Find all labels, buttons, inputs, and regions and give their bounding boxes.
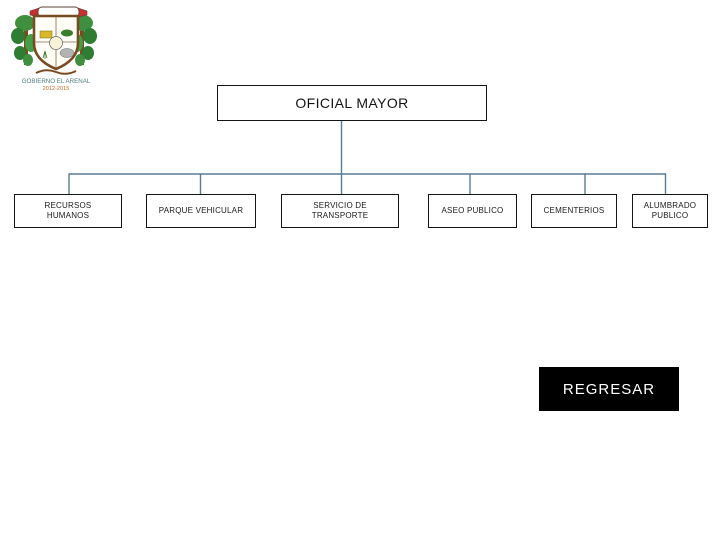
emblem-term: 2012-2015 — [43, 86, 70, 92]
scroll-ribbon-icon — [35, 69, 77, 75]
org-node-aseo-publico: ASEO PUBLICO — [428, 194, 517, 228]
org-node-cementerios: CEMENTERIOS — [531, 194, 617, 228]
emblem-org-name: GOBIERNO EL ARENAL — [22, 78, 91, 85]
banner-ribbon-icon — [29, 6, 88, 18]
org-node-servicio-de-transporte: SERVICIO DE TRANSPORTE — [281, 194, 399, 228]
coat-of-arms: GOBIERNO EL ARENAL 2012-2015 — [11, 6, 97, 92]
org-node-recursos-humanos: RECURSOS HUMANOS — [14, 194, 122, 228]
org-node-alumbrado-publico: ALUMBRADO PUBLICO — [632, 194, 708, 228]
org-node-oficial-mayor: OFICIAL MAYOR — [217, 85, 487, 121]
org-node-parque-vehicular: PARQUE VEHICULAR — [146, 194, 256, 228]
regresar-button[interactable]: REGRESAR — [539, 367, 679, 411]
shield-icon — [32, 14, 80, 71]
